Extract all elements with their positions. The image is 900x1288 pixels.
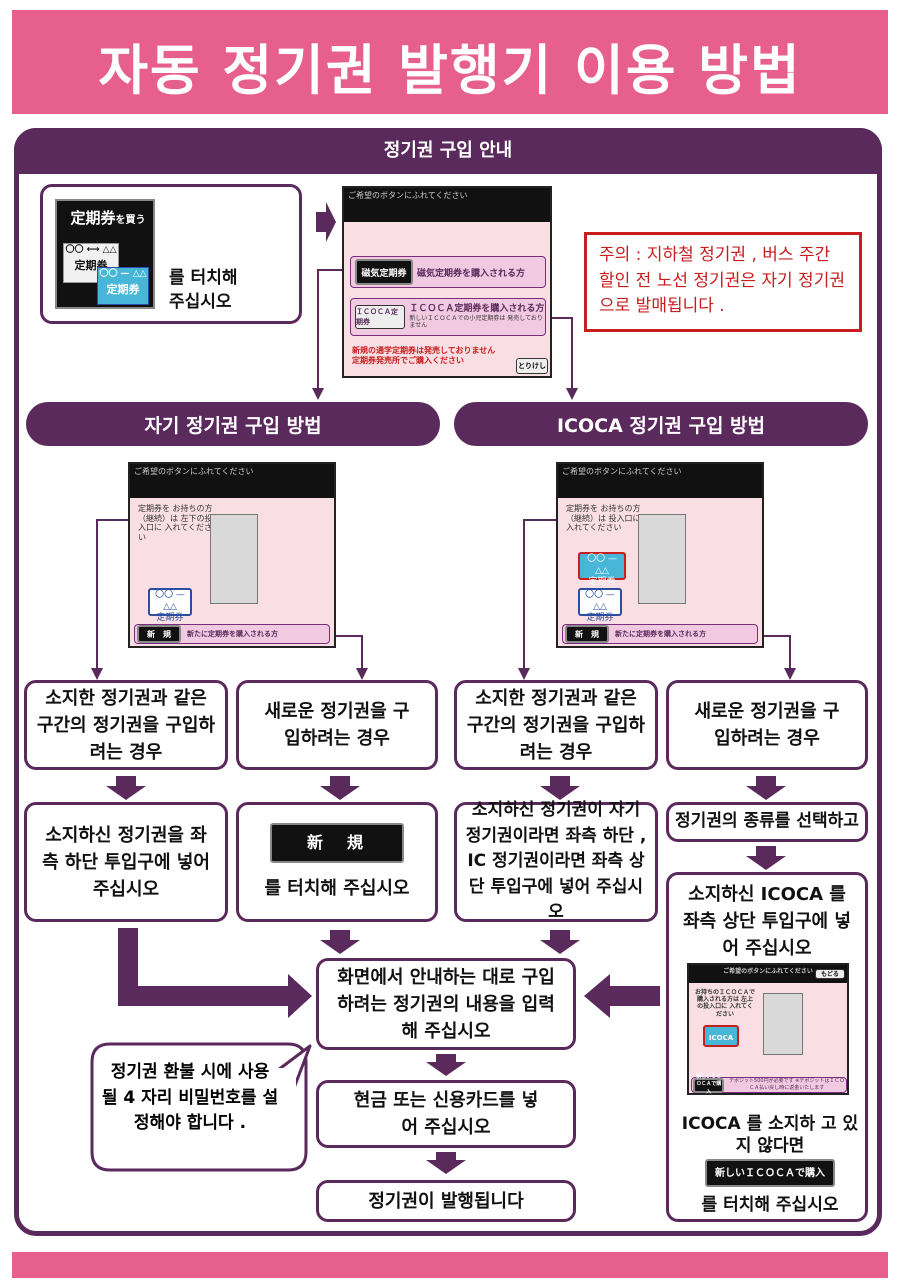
ticket-route: 〇〇 — △△ — [585, 590, 615, 612]
magnetic-insert-step: 소지하신 정기권을 좌측 하단 투입구에 넣어 주십시오 — [24, 802, 228, 922]
ticket-route: 〇〇 — △△ — [99, 269, 147, 279]
ic-ticket-image: 〇〇 — △△ 定期券 — [578, 552, 626, 587]
icoca-card-instruction: 소지하신 ICOCA 를 좌측 상단 투입구에 넣어 주십시오 — [683, 884, 851, 959]
option-desc: 新たに定期券を購入される方 — [187, 630, 278, 638]
footer-bar — [12, 1252, 888, 1278]
touch-instruction-line: 를 터치해 — [169, 268, 238, 288]
screen-instruction: お持ちのＩＣＯＣＡで 購入される方は 左上の投入口に 入れてください — [695, 989, 756, 1018]
tile-label-small: を買う — [115, 215, 146, 226]
magnetic-kiosk-screen: ご希望のボタンにふれてください 定期券を お持ちの方（継続）は 左下の投入口に … — [128, 462, 336, 648]
screen-notice-line: 新規の通学定期券は発売しておりません — [352, 346, 496, 355]
touch-instruction-line: 주십시오 — [169, 291, 232, 312]
touch-instruction: 를 터치해 주십시오 — [169, 267, 237, 315]
tile-label: 定期券 — [70, 209, 116, 227]
screen-top-bar: ご希望のボタンにふれてください — [344, 188, 550, 222]
new-icoca-option[interactable]: 新しいＩＣＯＣＡで購入 デポジット500円が必要です ※デポジットはＩＣＯＣＡ払… — [691, 1074, 847, 1095]
magnetic-section-header: 자기 정기권 구입 방법 — [26, 402, 440, 446]
screen-top-bar: ご希望のボタンにふれてください — [558, 464, 762, 498]
magnetic-pass-button[interactable]: 磁気定期券 — [355, 259, 413, 285]
icoca-owned-case: 소지한 정기권과 같은 구간의 정기권을 구입하려는 경우 — [454, 680, 658, 770]
touch-instruction: 를 터치해 주십시오 — [264, 877, 410, 899]
machine-illustration — [210, 514, 258, 604]
ticket-label: 定期券 — [588, 577, 616, 588]
ticket-image-blue: 〇〇 — △△ 定期券 — [97, 267, 149, 305]
icoca-section-header: ICOCA 정기권 구입 방법 — [454, 402, 868, 446]
kiosk-screen: ご希望のボタンにふれてください 磁気定期券 磁気定期券を購入される方 ＩＣＯＣＡ… — [342, 186, 552, 378]
magnetic-pass-option[interactable]: 磁気定期券 磁気定期券を購入される方 — [350, 256, 546, 288]
pin-bubble-shape — [90, 1042, 312, 1172]
new-icoca-button-image: 新しいＩＣＯＣＡで購入 — [705, 1159, 835, 1187]
ticket-label: 定期券 — [106, 282, 140, 296]
new-purchase-option[interactable]: 新 規 新たに定期券を購入される方 — [134, 624, 330, 644]
input-step: 화면에서 안내하는 대로 구입하려는 정기권의 내용을 입력해 주십시오 — [316, 958, 576, 1050]
option-desc: 新たに定期券を購入される方 — [615, 630, 706, 638]
ticket-route: 〇〇 — △△ — [155, 590, 185, 612]
new-purchase-option[interactable]: 新 規 新たに定期券を購入される方 — [562, 624, 758, 644]
option-desc: 磁気定期券を購入される方 — [417, 268, 526, 279]
screen-notice: 新規の通学定期券は発売しておりません 定期券発売所でご購入ください — [352, 346, 495, 367]
new-button-image: 新 規 — [270, 822, 404, 863]
machine-illustration — [763, 993, 803, 1055]
screen-top-bar: ご希望のボタンにふれてください — [689, 965, 847, 983]
no-icoca-note: ICOCA 를 소지하 고 있지 않다면 — [681, 1114, 859, 1157]
back-button[interactable]: もどる — [815, 969, 845, 979]
icoca-pass-option[interactable]: ＩＣＯＣＡ定期券 ＩＣＯＣＡ定期券を購入される方 新しいＩＣＯＣＡでの小児定期券… — [350, 298, 546, 336]
option-desc: デポジット500円が必要です ※デポジットはＩＣＯＣＡ払い戻し時に返金いたします — [729, 1077, 845, 1092]
icoca-insert-step: 소지하신 정기권이 자기 정기권이라면 좌측 하단 , IC 정기권이라면 좌측… — [454, 800, 658, 922]
ticket-route: 〇〇 ⟷ △△ — [65, 245, 117, 255]
screen-top-bar: ご希望のボタンにふれてください — [130, 464, 334, 498]
icoca-kiosk-screen: ご希望のボタンにふれてください 定期券を お持ちの方（継続）は 投入口に 入れて… — [556, 462, 764, 648]
select-type-step: 정기권의 종류를 선택하고 — [666, 802, 868, 842]
icoca-card-image: ICOCA — [703, 1025, 739, 1047]
title-banner: 자동 정기권 발행기 이용 방법 — [12, 10, 888, 114]
teiki-buy-button-image: 定期券を買う 〇〇 ⟷ △△ 定期券 〇〇 — △△ 定期券 — [55, 199, 155, 309]
screen-notice-line: 定期券発売所でご購入ください — [352, 356, 464, 366]
magnetic-new-case: 새로운 정기권을 구입하려는 경우 — [236, 680, 438, 770]
ticket-label: 定期券 — [156, 613, 184, 624]
ticket-image: 〇〇 — △△ 定期券 — [148, 588, 192, 623]
icoca-pass-button[interactable]: ＩＣＯＣＡ定期券 — [355, 305, 406, 329]
screen-instruction: 定期券を お持ちの方（継続）は 左下の投入口に 入れてください — [138, 504, 213, 542]
new-button[interactable]: 新 規 — [565, 625, 609, 643]
touch-tile-box: 定期券を買う 〇〇 ⟷ △△ 定期券 〇〇 — △△ 定期券 를 터치해 주십시… — [40, 184, 302, 324]
machine-illustration — [638, 514, 686, 604]
new-icoca-button-small[interactable]: 新しいＩＣＯＣＡで購入 — [693, 1074, 725, 1095]
payment-step: 현금 또는 신용카드를 넣어 주십시오 — [316, 1080, 576, 1148]
ticket-label: 定期券 — [586, 613, 614, 624]
screen-instruction: 定期券を お持ちの方（継続）は 投入口に 入れてください — [566, 504, 641, 533]
pin-note: 정기권 환불 시에 사용 될 4 자리 비밀번호를 설정해야 합니다 . — [101, 1062, 279, 1133]
icoca-card-step: 소지하신 ICOCA 를 좌측 상단 투입구에 넣어 주십시오 ご希望のボタンに… — [666, 872, 868, 1222]
magnetic-owned-case: 소지한 정기권과 같은 구간의 정기권을 구입하려는 경우 — [24, 680, 228, 770]
issued-step: 정기권이 발행됩니다 — [316, 1180, 576, 1222]
ticket-route: 〇〇 — △△ — [587, 554, 617, 576]
page-title: 자동 정기권 발행기 이용 방법 — [98, 39, 802, 102]
magnetic-new-step: 新 規 를 터치해 주십시오 — [236, 802, 438, 922]
warning-note: 주의 : 지하철 정기권 , 버스 주간 할인 전 노선 정기권은 자기 정기권… — [584, 232, 862, 332]
option-desc: ＩＣＯＣＡ定期券を購入される方 — [409, 304, 545, 315]
touch-instruction: 를 터치해 주십시오 — [701, 1195, 839, 1215]
ticket-image: 〇〇 — △△ 定期券 — [578, 588, 622, 623]
new-button[interactable]: 新 規 — [137, 625, 181, 643]
guide-header: 정기권 구입 안내 — [14, 128, 882, 174]
icoca-kiosk-screen-small: ご希望のボタンにふれてください もどる お持ちのＩＣＯＣＡで 購入される方は 左… — [687, 963, 849, 1095]
icoca-new-case: 새로운 정기권을 구입하려는 경우 — [666, 680, 868, 770]
cancel-button[interactable]: とりけし — [516, 358, 548, 374]
option-sub: 新しいＩＣＯＣＡでの小児定期券は 発売しておりません — [409, 315, 543, 330]
